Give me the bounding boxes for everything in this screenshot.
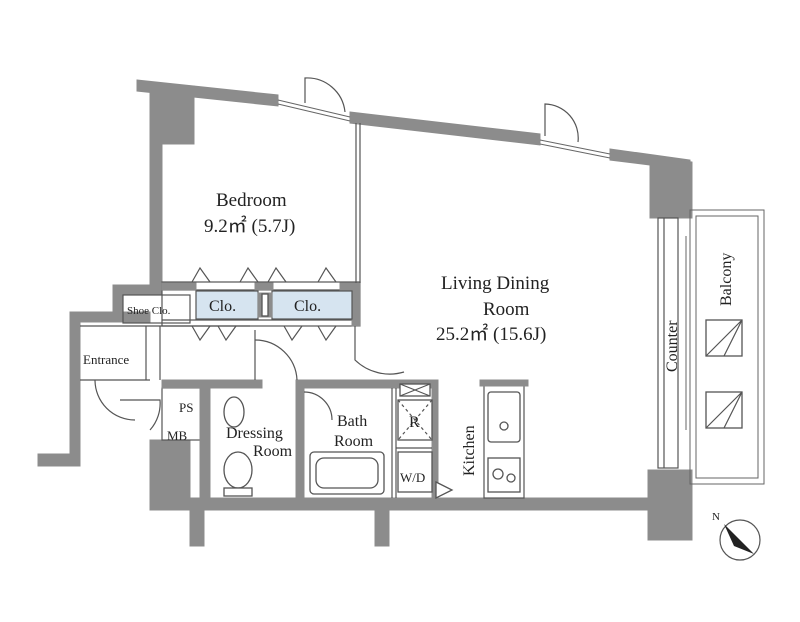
refrigerator-label: R	[409, 414, 420, 431]
compass-north-label: N	[712, 511, 720, 523]
closet-left	[195, 290, 259, 320]
ps-label: PS	[179, 400, 193, 415]
dressing-label-line1: Dressing	[226, 425, 283, 442]
toilet-icon	[223, 451, 253, 489]
washer-dryer-icon	[397, 451, 433, 493]
bedroom-name: Bedroom	[216, 190, 287, 211]
balcony-label: Balcony	[718, 253, 735, 306]
exterior-walls	[37, 79, 693, 547]
dressing-label-line2: Room	[253, 443, 293, 460]
interior-walls	[80, 123, 765, 499]
kitchen-label: Kitchen	[461, 425, 478, 476]
compass-icon	[719, 519, 761, 561]
doors	[94, 77, 579, 431]
bath-label-line2: Room	[334, 433, 374, 450]
room-labels: Bedroom 9.2㎡ (5.7J) Living Dining Room 2…	[83, 190, 735, 485]
living-name-line1: Living Dining	[441, 273, 550, 294]
living-name-line2: Room	[483, 299, 530, 320]
washer-dryer-label: W/D	[400, 470, 425, 485]
counter-label: Counter	[664, 320, 681, 372]
compass: N	[712, 511, 761, 561]
stove-icon	[487, 457, 521, 493]
bath-label-line1: Bath	[337, 413, 367, 430]
closet-left-label: Clo.	[209, 298, 236, 315]
shoe-closet-label: Shoe Clo.	[127, 305, 171, 317]
mb-label: MB	[167, 428, 188, 443]
closet-right	[271, 290, 353, 320]
living-area: 25.2㎡ (15.6J)	[436, 322, 546, 345]
fixtures	[223, 319, 743, 500]
windows	[277, 99, 611, 159]
closet-right-label: Clo.	[294, 298, 321, 315]
washbasin-icon	[223, 396, 245, 428]
bedroom-area: 9.2㎡ (5.7J)	[204, 214, 295, 237]
entrance-label: Entrance	[83, 352, 129, 367]
sink-icon	[487, 391, 521, 443]
